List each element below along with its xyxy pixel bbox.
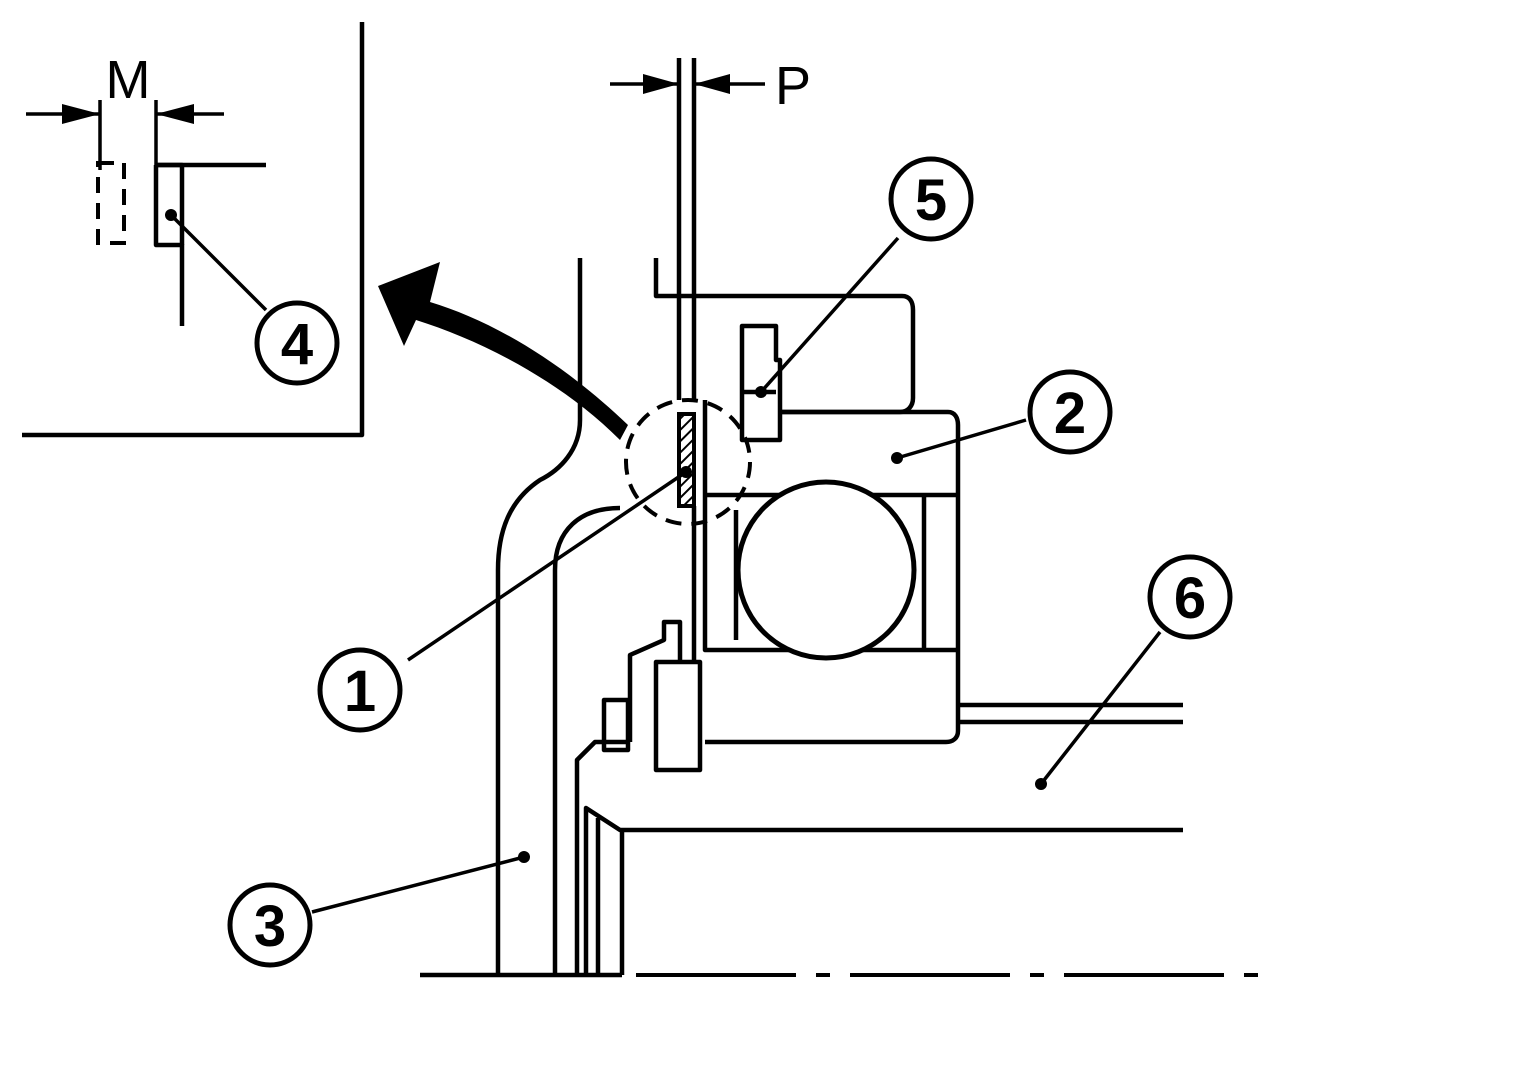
callout-2-label: 2 [1054,381,1086,446]
callout-3-label: 3 [254,894,286,959]
main-section: P [420,56,1265,978]
shim [677,412,696,508]
detail-pointer-arrow [378,262,628,440]
callout-3: 3 [227,851,530,968]
dimension-p-label: P [775,56,811,116]
callout-5: 5 [755,156,974,398]
bearing-ball [735,479,917,661]
dimension-p: P [610,56,811,400]
shim-original-position [96,161,126,245]
callout-1-label: 1 [344,659,376,724]
callout-4: 4 [254,300,340,386]
callout-1: 1 [317,466,692,733]
detail-circle [624,398,752,526]
callout-5-label: 5 [915,168,947,233]
callout-2: 2 [891,369,1113,464]
callout-4-label: 4 [281,312,313,377]
dimension-m-label: M [106,50,151,110]
callout-6: 6 [1035,554,1233,790]
callout-6-label: 6 [1174,566,1206,631]
detail-inset: M [22,22,365,438]
dimension-m: M [26,50,224,170]
